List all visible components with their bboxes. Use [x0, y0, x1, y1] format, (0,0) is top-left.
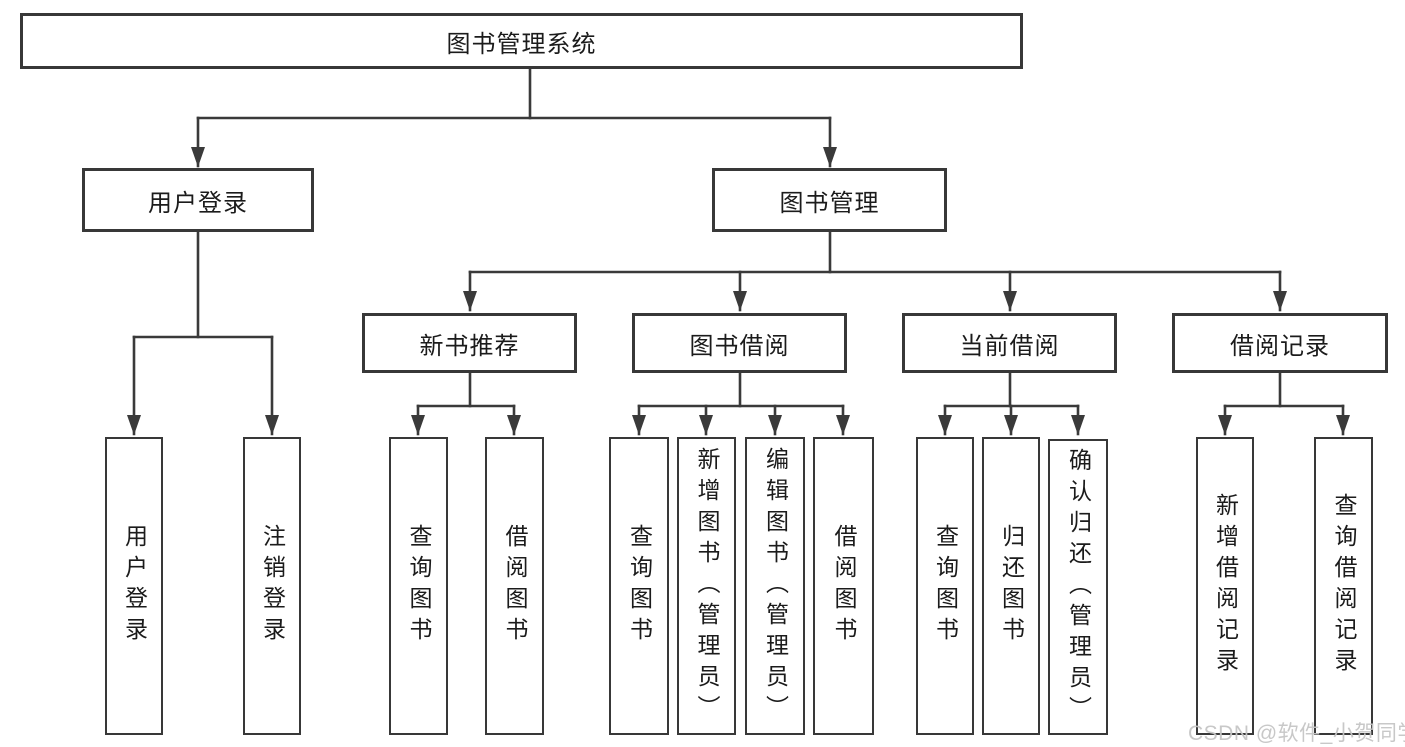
leaf-newbook-query-books: 查询图书: [389, 437, 448, 735]
node-label: 确认归还（管理员）: [1065, 447, 1092, 727]
leaf-user-login: 用户登录: [105, 437, 163, 735]
node-library-management-system: 图书管理系统: [20, 13, 1023, 69]
node-label: 图书管理: [779, 189, 880, 217]
node-book-borrow: 图书借阅: [632, 313, 847, 373]
node-label: 图书管理系统: [446, 30, 597, 58]
node-borrow-records: 借阅记录: [1172, 313, 1388, 373]
node-label: 查询图书: [626, 524, 653, 648]
node-label: 新增借阅记录: [1212, 493, 1239, 679]
leaf-current-query-books: 查询图书: [916, 437, 974, 735]
node-label: 当前借阅: [959, 332, 1060, 360]
node-user-login: 用户登录: [82, 168, 314, 232]
node-label: 查询图书: [406, 524, 432, 648]
csdn-watermark: CSDN @软件_小贺同学: [1188, 722, 1405, 745]
node-label: 查询借阅记录: [1331, 493, 1357, 679]
node-label: 新书推荐: [419, 332, 520, 360]
leaf-logout: 注销登录: [243, 437, 301, 735]
node-label: 用户登录: [121, 524, 148, 648]
node-book-management: 图书管理: [712, 168, 947, 232]
node-label: 用户登录: [148, 189, 248, 217]
leaf-records-query-record: 查询借阅记录: [1314, 437, 1373, 735]
node-label: 借阅记录: [1230, 332, 1330, 360]
leaf-newbook-borrow-books: 借阅图书: [485, 437, 544, 735]
node-current-borrow: 当前借阅: [902, 313, 1117, 373]
node-label: 编辑图书（管理员）: [762, 446, 789, 726]
leaf-current-confirm-return-admin: 确认归还（管理员）: [1048, 439, 1108, 735]
node-new-book-recommend: 新书推荐: [362, 313, 577, 373]
node-label: 图书借阅: [689, 332, 790, 360]
node-label: 归还图书: [998, 524, 1025, 648]
node-label: 借阅图书: [831, 524, 857, 648]
leaf-borrow-add-books-admin: 新增图书（管理员）: [677, 437, 736, 735]
node-label: 新增图书（管理员）: [694, 446, 720, 726]
node-label: 查询图书: [932, 524, 959, 648]
leaf-records-add-record: 新增借阅记录: [1196, 437, 1254, 735]
node-label: 注销登录: [259, 524, 286, 648]
leaf-borrow-edit-books-admin: 编辑图书（管理员）: [745, 437, 805, 735]
leaf-borrow-borrow-books: 借阅图书: [813, 437, 874, 735]
leaf-borrow-query-books: 查询图书: [609, 437, 669, 735]
node-label: 借阅图书: [502, 524, 528, 648]
leaf-current-return-books: 归还图书: [982, 437, 1040, 735]
